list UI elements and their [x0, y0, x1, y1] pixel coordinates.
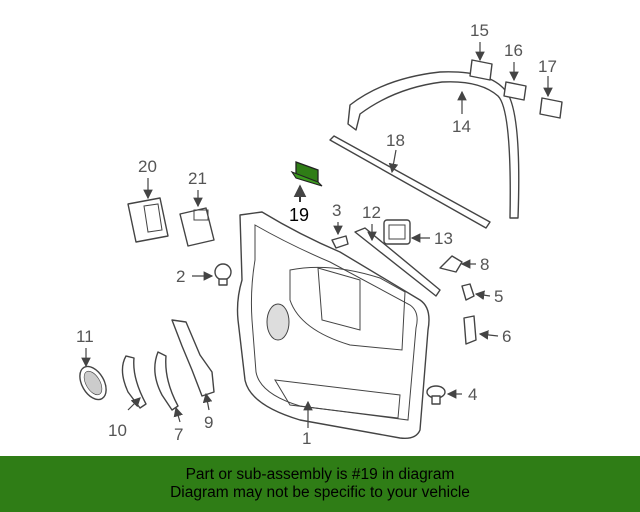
callout-1: 1: [302, 429, 311, 448]
clip-fifteen: [469, 59, 493, 81]
grommet-part: [426, 385, 446, 405]
callout-19: 19: [289, 205, 309, 225]
callout-15: 15: [470, 21, 489, 40]
callout-17: 17: [538, 57, 557, 76]
speaker-grille: [79, 365, 107, 401]
door-trim-panel: [236, 211, 430, 440]
banner-line-2: Diagram may not be specific to your vehi…: [170, 484, 470, 501]
switch-twenty-one: [179, 207, 215, 247]
switch-block-twenty: [127, 197, 169, 243]
clip-part: [214, 263, 232, 286]
bracket-eight: [439, 255, 463, 273]
trim-strip-twelve: [354, 227, 441, 297]
callout-3: 3: [332, 201, 341, 220]
clip-five: [461, 283, 475, 301]
callout-12: 12: [362, 203, 381, 222]
callout-16: 16: [504, 41, 523, 60]
callout-21: 21: [188, 169, 207, 188]
small-bracket: [331, 235, 349, 249]
callout-14: 14: [452, 117, 471, 136]
leader-arrows: [81, 42, 553, 428]
banner-line-1: Part or sub-assembly is #19 in diagram: [185, 466, 455, 483]
trim-strip-ten: [121, 355, 147, 409]
callout-18: 18: [386, 131, 405, 150]
belt-moulding: [329, 135, 491, 229]
callout-8: 8: [480, 255, 489, 274]
callout-10: 10: [108, 421, 127, 440]
callout-2: 2: [176, 267, 185, 286]
weatherstrip: [347, 71, 520, 219]
callout-9: 9: [204, 413, 213, 432]
trim-strip-seven: [154, 351, 179, 411]
callout-5: 5: [494, 287, 503, 306]
callout-13: 13: [434, 229, 453, 248]
callout-7: 7: [174, 425, 183, 444]
info-banner: Part or sub-assembly is #19 in diagram D…: [0, 456, 640, 512]
callout-11: 11: [76, 327, 94, 346]
clip-sixteen: [503, 81, 527, 101]
callout-4: 4: [468, 385, 477, 404]
callout-20: 20: [138, 157, 157, 176]
callout-6: 6: [502, 327, 511, 346]
bracket-six: [463, 315, 477, 345]
clip-seventeen: [539, 97, 563, 119]
switch-thirteen: [383, 219, 411, 245]
highlighted-part: [290, 161, 323, 187]
parts-diagram: 1 2 3 4 5 6 7 8 9 10 11 12 13 14 15 16 1…: [76, 21, 563, 448]
carrier-nine: [171, 319, 215, 397]
